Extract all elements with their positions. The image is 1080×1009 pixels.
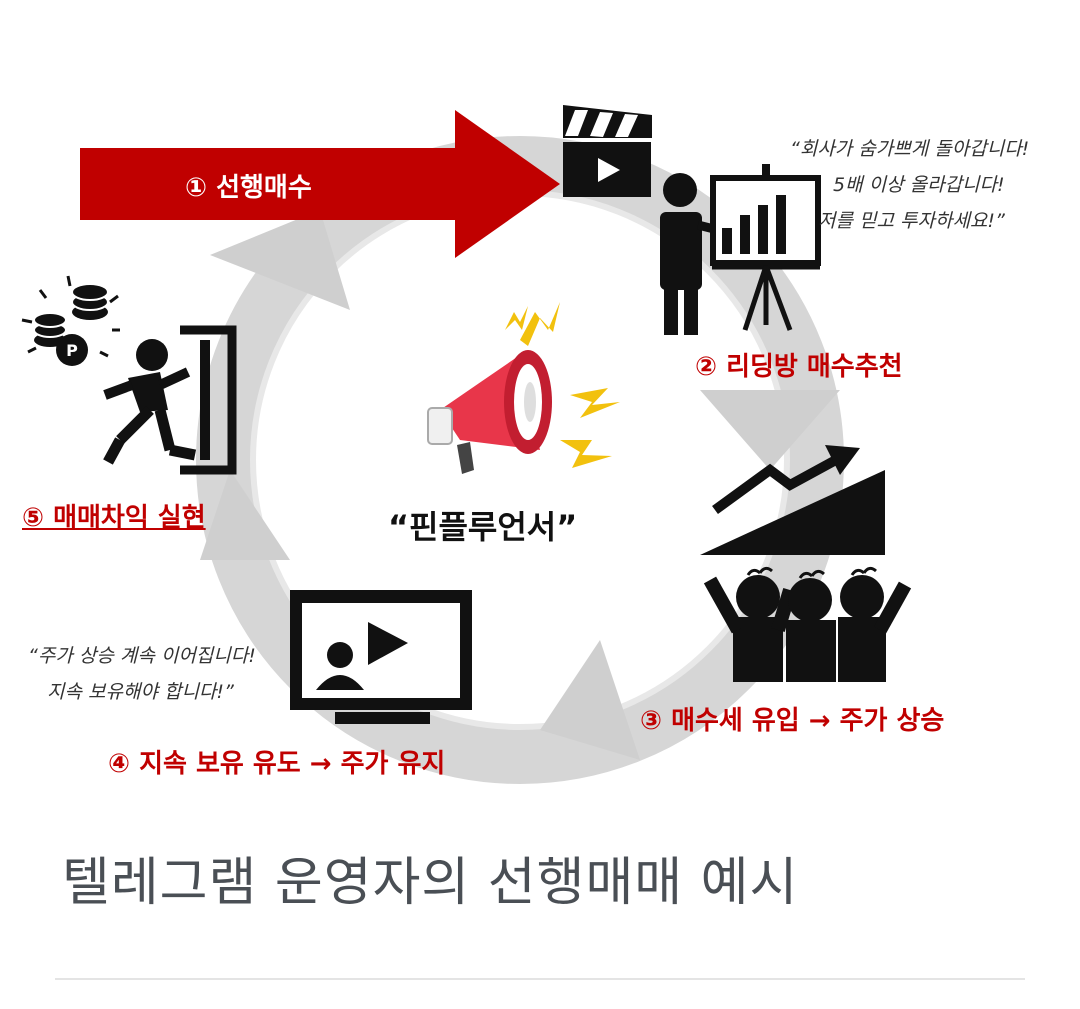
crowd-icon <box>710 568 905 682</box>
monitor-video-icon <box>290 590 472 724</box>
clapperboard-icon <box>563 105 652 197</box>
megaphone-icon <box>428 302 620 474</box>
quote-top-line-2: 5배 이상 올라갑니다! <box>833 169 1005 202</box>
step-5-label: ⑤ 매매차익 실현 <box>22 497 206 534</box>
diagram: P ① 선행매수 ② 리딩방 매수추천 ③ 매수세 유입 → 주가 상승 ④ 지… <box>0 0 1080 820</box>
quote-top-line-3: 저를 믿고 투자하세요!” <box>818 205 1005 238</box>
center-label: “핀플루언서” <box>388 502 577 548</box>
step-1-label: ① 선행매수 <box>185 167 312 204</box>
quote-top-line-1: “회사가 숨가쁘게 돌아갑니다! <box>790 133 1029 166</box>
quote-bottom-line-2: 지속 보유해야 합니다!” <box>47 676 234 709</box>
divider <box>55 978 1025 980</box>
running-person-icon <box>105 339 195 462</box>
quote-bottom-line-1: “주가 상승 계속 이어집니다! <box>28 640 256 673</box>
page-caption: 텔레그램 운영자의 선행매매 예시 <box>62 840 798 915</box>
step-2-label: ② 리딩방 매수추천 <box>695 346 903 383</box>
step-3-label: ③ 매수세 유입 → 주가 상승 <box>640 700 944 737</box>
coin-letter: P <box>66 341 78 360</box>
coins-icon: P <box>22 276 120 366</box>
step-4-label: ④ 지속 보유 유도 → 주가 유지 <box>108 743 445 780</box>
